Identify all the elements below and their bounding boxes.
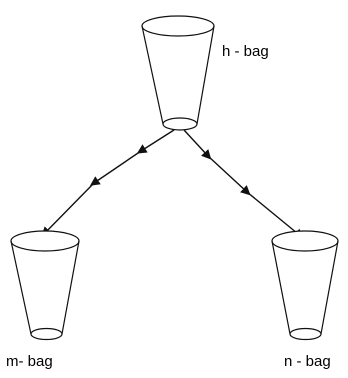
right-bag-label: n - bag xyxy=(284,353,331,370)
right-bag xyxy=(271,230,339,341)
left-bag xyxy=(10,230,80,341)
arrow-to-right-bag xyxy=(183,129,304,239)
top-bag-label: h - bag xyxy=(222,43,269,60)
arrow-to-left-bag xyxy=(41,129,175,237)
top-bag xyxy=(141,15,215,131)
left-bag-label: m- bag xyxy=(6,353,53,370)
